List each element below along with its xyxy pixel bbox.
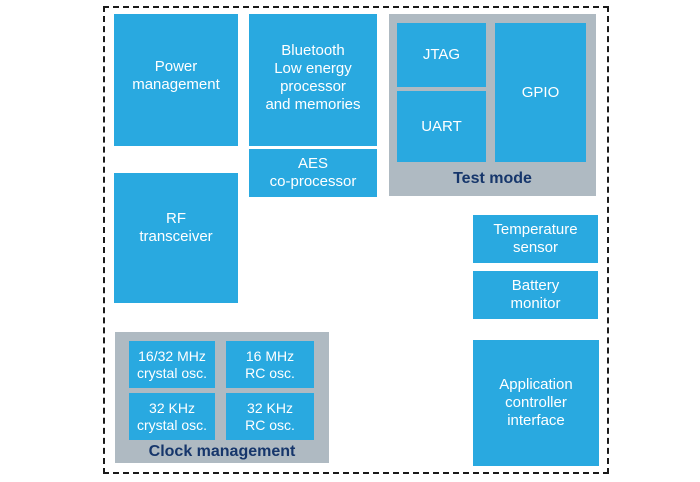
block-uart: UART	[397, 91, 486, 162]
block-crystal-osc-32-khz: 32 KHz crystal osc.	[129, 393, 215, 440]
group-test-mode: JTAG UART GPIO Test mode	[389, 14, 596, 196]
block-power-management: Power management	[114, 14, 238, 146]
block-jtag: JTAG	[397, 23, 486, 87]
block-bluetooth-low-energy-processor: Bluetooth Low energy processor and memor…	[249, 14, 377, 146]
group-clock-management: 16/32 MHz crystal osc. 16 MHz RC osc. 32…	[115, 332, 329, 463]
chip-boundary-dashed-border	[103, 6, 609, 474]
block-battery-monitor: Battery monitor	[473, 271, 598, 319]
block-rf-transceiver: RF transceiver	[114, 173, 238, 303]
block-crystal-osc-16-32-mhz: 16/32 MHz crystal osc.	[129, 341, 215, 388]
block-temperature-sensor: Temperature sensor	[473, 215, 598, 263]
group-label-test-mode: Test mode	[453, 170, 532, 187]
block-gpio: GPIO	[495, 23, 586, 162]
block-rc-osc-16-mhz: 16 MHz RC osc.	[226, 341, 314, 388]
group-label-clock-management: Clock management	[148, 443, 296, 460]
block-application-controller-interface: Application controller interface	[473, 340, 599, 466]
block-rc-osc-32-khz: 32 KHz RC osc.	[226, 393, 314, 440]
block-aes-coprocessor: AES co-processor	[249, 149, 377, 197]
